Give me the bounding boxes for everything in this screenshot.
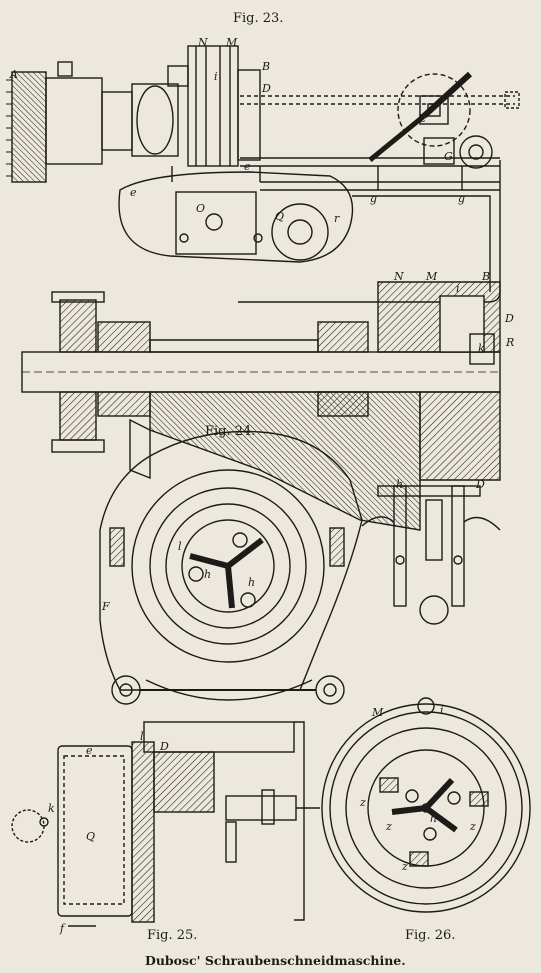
fig25-letter-D: D	[160, 740, 169, 753]
fig26-letter-h: h	[430, 812, 438, 825]
fig26-letter-z2: z	[386, 820, 392, 833]
fig23-letter-e2: e	[244, 160, 251, 173]
fig23-letter-g1: g	[370, 192, 378, 205]
fig25-letter-f: f	[60, 922, 65, 935]
fig24-letter-D1: D	[505, 312, 514, 325]
fig23-letter-e1: e	[130, 186, 137, 199]
fig23-drawing	[6, 45, 520, 303]
fig26-chuck-face	[321, 697, 531, 913]
fig23-letter-B: B	[262, 60, 271, 73]
fig25-letter-e: e	[86, 744, 93, 757]
fig23-letter-G: G	[444, 150, 453, 163]
fig23-gear-wheel	[11, 71, 47, 183]
fig23-label: Fig. 23.	[233, 11, 284, 26]
fig24-drawing	[21, 281, 501, 625]
fig25-letter-l2: l	[140, 730, 144, 743]
fig23-letter-Q: Q	[275, 210, 285, 223]
fig23-letter-L: L	[418, 112, 426, 125]
fig26-letter-i: i	[440, 704, 444, 717]
fig23-letter-A: A	[10, 68, 18, 81]
fig26-letter-M: M	[372, 706, 384, 719]
fig23-letter-D: D	[262, 82, 271, 95]
fig25-chuck	[99, 430, 363, 705]
fig25-letter-h1: h	[204, 568, 212, 581]
fig24-letter-i: i	[456, 282, 460, 295]
fig25-letter-l1: l	[178, 540, 182, 553]
fig23-letter-O: O	[196, 202, 206, 215]
fig24-letter-M: M	[426, 270, 438, 283]
fig25-section	[11, 721, 320, 927]
plate-caption: Dubosc' Schraubenschneidmaschine.	[145, 953, 406, 968]
fig24-letter-k: k	[478, 342, 485, 355]
fig25-letter-Q: Q	[86, 830, 96, 843]
fig25-letter-F: F	[102, 600, 110, 613]
fig24-letter-N: N	[394, 270, 404, 283]
fig25-label: Fig. 25.	[147, 928, 198, 943]
fig23-letter-r: r	[334, 212, 340, 225]
fig26-letter-z1: z	[360, 796, 366, 809]
fig24-letter-B: B	[482, 270, 491, 283]
fig25-letter-h2: h	[248, 576, 256, 589]
fig23-letter-N: N	[198, 36, 208, 49]
fig26-label: Fig. 26.	[405, 928, 456, 943]
fig24-letter-h: h	[396, 478, 404, 491]
fig23-letter-i: i	[214, 70, 218, 83]
fig25-letter-k: k	[48, 802, 55, 815]
fig24-letter-R: R	[506, 336, 515, 349]
fig23-letter-g2: g	[458, 192, 466, 205]
fig26-letter-z3: z	[470, 820, 476, 833]
fig23-letter-M: M	[226, 36, 238, 49]
fig26-letter-z4: z	[402, 860, 408, 873]
fig24-label: Fig. 24.	[205, 424, 256, 439]
fig24-letter-D2: D	[476, 478, 485, 491]
